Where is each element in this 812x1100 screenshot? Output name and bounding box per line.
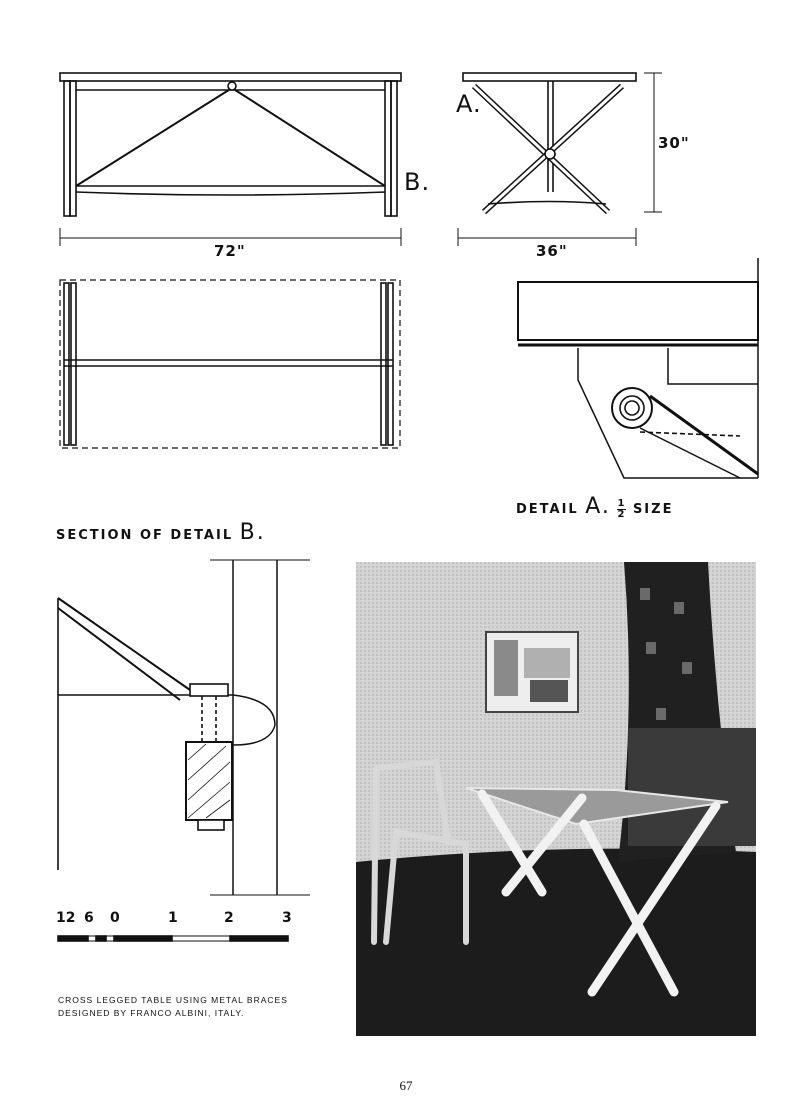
dimension-width-72: 72" <box>214 242 246 260</box>
marker-a: A. <box>456 90 482 118</box>
figure-caption: CROSS LEGGED TABLE USING METAL BRACES DE… <box>58 995 288 1018</box>
scale-label: 3 <box>282 910 292 926</box>
table-photograph <box>356 562 756 1036</box>
section-b-drawing <box>57 559 310 896</box>
dimension-width-36: 36" <box>536 242 568 260</box>
side-elevation <box>457 72 662 246</box>
scale-label: 12 <box>56 910 76 926</box>
scale-bar <box>57 935 289 942</box>
page-number: 67 <box>399 1078 413 1093</box>
scale-label: 1 <box>168 910 178 926</box>
dimension-height-30: 30" <box>658 134 690 152</box>
section-b-letter: B. <box>239 520 266 545</box>
detail-a-suffix: SIZE <box>632 502 674 517</box>
scale-label: 2 <box>224 910 234 926</box>
fraction-denominator: 2 <box>617 509 627 520</box>
scale-label: 0 <box>110 910 120 926</box>
detail-a-drawing <box>517 258 759 479</box>
plan-view <box>59 279 401 449</box>
detail-a-fraction: 1 2 <box>617 498 627 520</box>
fraction-numerator: 1 <box>617 498 627 510</box>
marker-b: B. <box>404 168 431 196</box>
scale-label: 6 <box>84 910 94 926</box>
section-b-label: SECTION OF DETAIL B. <box>56 520 266 545</box>
detail-a-prefix: DETAIL <box>516 502 579 517</box>
detail-a-label: DETAIL A. 1 2 SIZE <box>516 494 673 520</box>
front-elevation <box>59 72 402 246</box>
section-b-prefix: SECTION OF DETAIL <box>56 528 234 543</box>
detail-a-letter: A. <box>585 494 611 519</box>
